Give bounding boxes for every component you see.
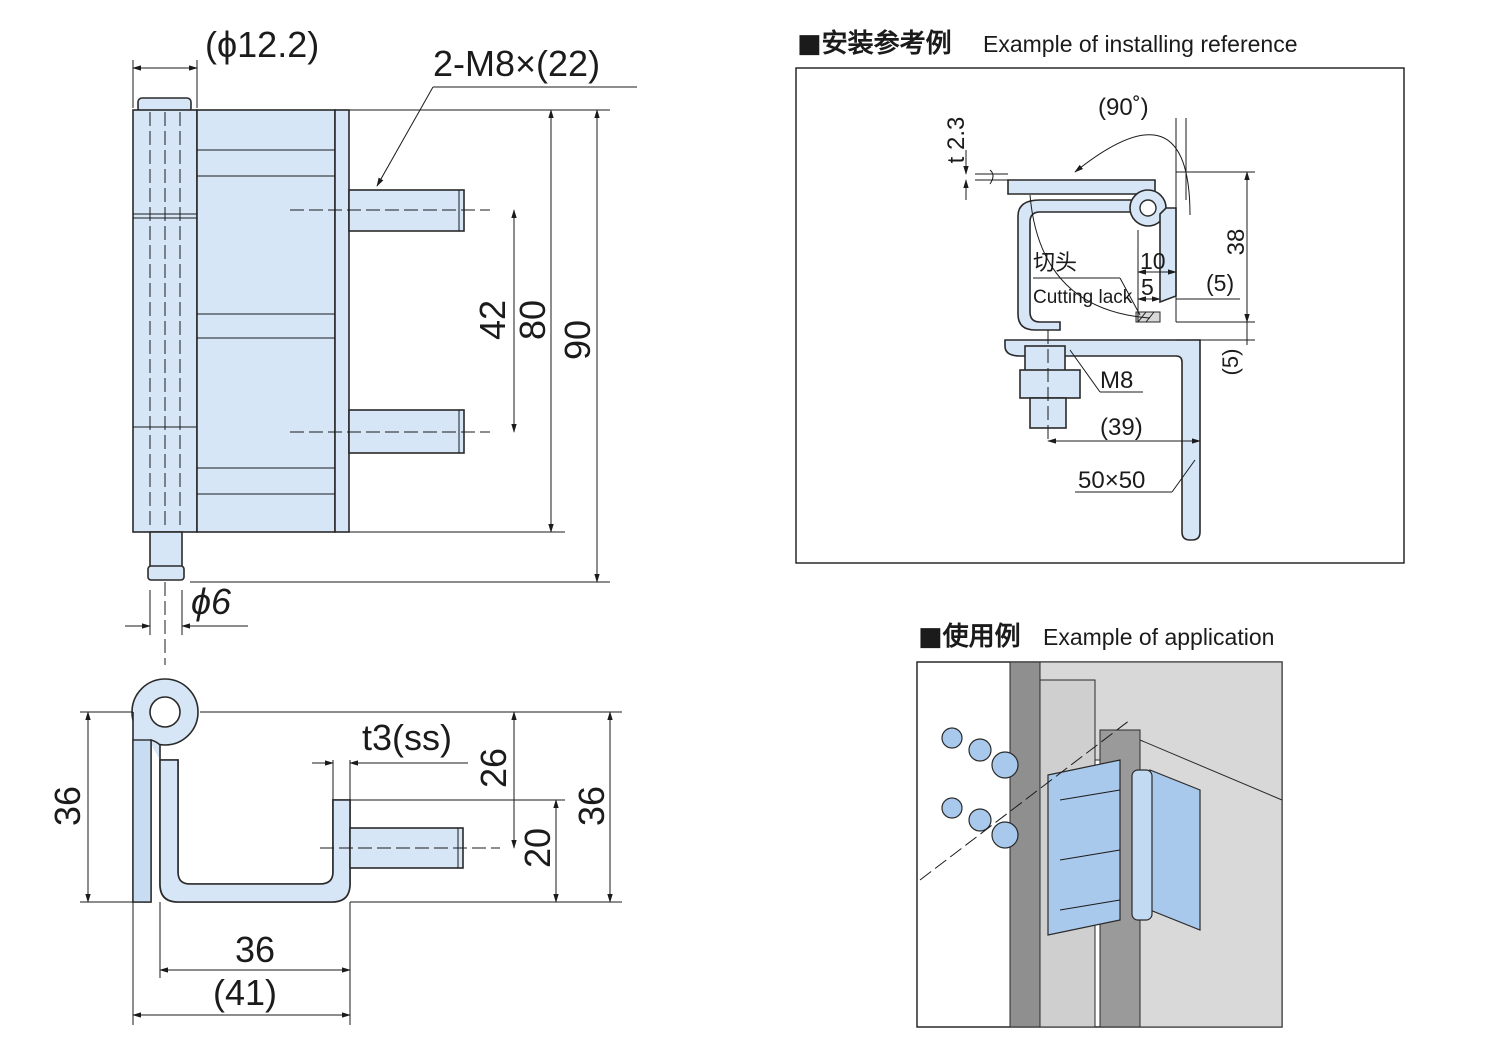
dim-39-label: (39) bbox=[1100, 414, 1143, 441]
dim-10-label: 10 bbox=[1140, 248, 1166, 274]
plate-height-label: 80 bbox=[512, 300, 553, 340]
dim-5-label: 5 bbox=[1141, 274, 1154, 300]
install-frame bbox=[795, 67, 1405, 564]
angle-label: (90˚) bbox=[1098, 94, 1149, 121]
bolt-spec-label: 2-M8×(22) bbox=[433, 43, 600, 84]
app-title-ja: ■使用例 bbox=[918, 622, 1021, 652]
cut-ja-label: 切头 bbox=[1033, 250, 1077, 275]
left-height-label: 36 bbox=[47, 786, 88, 826]
angle-size-label: 50×50 bbox=[1078, 467, 1145, 494]
outer-width-label: (41) bbox=[213, 972, 277, 1013]
dim-5c-label: (5) bbox=[1218, 349, 1243, 376]
install-title-ja: ■安装参考例 bbox=[797, 28, 952, 59]
front-view: (ϕ12.2) 2-M8×(22) 42 80 90 ϕ6 bbox=[125, 24, 637, 665]
pin-dia-label: (ϕ12.2) bbox=[205, 24, 319, 65]
bolt-offset-label: 26 bbox=[473, 748, 514, 788]
install-reference: ■安装参考例 Example of installing reference (… bbox=[795, 28, 1405, 564]
bolt-label: M8 bbox=[1100, 367, 1133, 394]
plate-t-label: t 2.3 bbox=[943, 117, 970, 164]
dim-38-label: 38 bbox=[1223, 229, 1250, 256]
pin-end-dia-label: ϕ6 bbox=[191, 581, 232, 622]
application-example: ■使用例 Example of application bbox=[916, 622, 1283, 1028]
install-title-en: Example of installing reference bbox=[983, 31, 1298, 57]
cut-en-label: Cutting lack bbox=[1033, 287, 1133, 308]
dim-5b-label: (5) bbox=[1206, 270, 1234, 296]
overall-height-label: 90 bbox=[557, 320, 598, 360]
app-title-en: Example of application bbox=[1043, 624, 1274, 650]
bend-height-label: 20 bbox=[517, 828, 558, 868]
right-height-label: 36 bbox=[571, 786, 612, 826]
inner-width-label: 36 bbox=[235, 929, 275, 970]
top-view: 36 t3(ss) 26 20 36 36 (41) bbox=[47, 678, 622, 1025]
thickness-label: t3(ss) bbox=[362, 717, 452, 758]
bolt-pitch-label: 42 bbox=[472, 300, 513, 340]
